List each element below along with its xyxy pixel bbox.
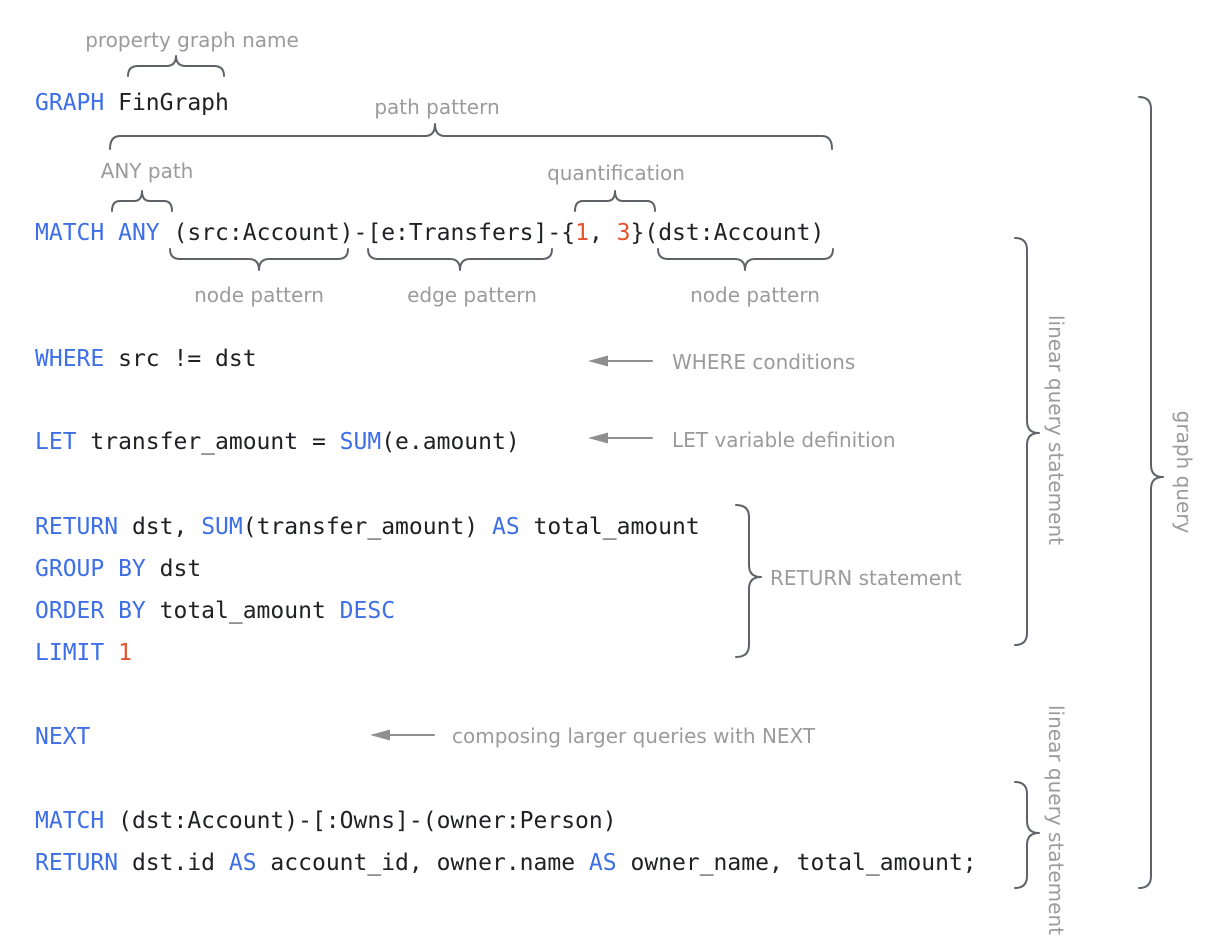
brace-node-pattern-2 [657, 248, 834, 271]
code-line-let: LET transfer_amount = SUM(e.amount) [35, 429, 520, 455]
code-line-limit: LIMIT 1 [35, 640, 132, 666]
label-linear-query-statement-1: linear query statement [1044, 315, 1068, 545]
arrow-let-variable-definition [588, 432, 653, 444]
code-line-group-by: GROUP BY dst [35, 556, 202, 582]
code-line-match-any: MATCH ANY (src:Account)-[e:Transfers]-{1… [35, 220, 825, 246]
code-line-match-2: MATCH (dst:Account)-[:Owns]-(owner:Perso… [35, 808, 617, 834]
label-path-pattern: path pattern [374, 95, 500, 119]
brace-property-graph-name [127, 55, 225, 77]
code-line-order-by: ORDER BY total_amount DESC [35, 598, 396, 624]
label-return-statement: RETURN statement [770, 566, 962, 590]
brace-any-path [111, 190, 173, 212]
brace-edge-pattern [367, 248, 553, 271]
label-graph-query: graph query [1172, 410, 1196, 534]
label-linear-query-statement-2: linear query statement [1044, 705, 1068, 935]
label-quantification: quantification [547, 161, 685, 185]
arrow-composing-next [370, 729, 435, 741]
brace-path-pattern [109, 123, 833, 150]
label-let-variable-definition: LET variable definition [672, 428, 896, 452]
brace-linear-query-statement-2 [1014, 781, 1040, 889]
label-any-path: ANY path [100, 159, 194, 183]
brace-graph-query [1138, 96, 1164, 889]
label-composing-next: composing larger queries with NEXT [452, 724, 816, 748]
label-property-graph-name: property graph name [85, 28, 299, 52]
brace-node-pattern-1 [169, 248, 349, 271]
code-line-where: WHERE src != dst [35, 346, 257, 372]
label-where-conditions: WHERE conditions [672, 350, 856, 374]
code-line-next: NEXT [35, 724, 91, 750]
code-line-return-2: RETURN dst.id AS account_id, owner.name … [35, 850, 977, 876]
brace-quantification [574, 190, 656, 212]
brace-return-statement [735, 504, 762, 658]
label-node-pattern-1: node pattern [194, 283, 324, 307]
arrow-where-conditions [588, 355, 653, 367]
label-node-pattern-2: node pattern [690, 283, 820, 307]
code-line-graph: GRAPH FinGraph [35, 90, 229, 116]
label-edge-pattern: edge pattern [407, 283, 537, 307]
code-line-return-1: RETURN dst, SUM(transfer_amount) AS tota… [35, 514, 700, 540]
brace-linear-query-statement-1 [1014, 237, 1040, 646]
